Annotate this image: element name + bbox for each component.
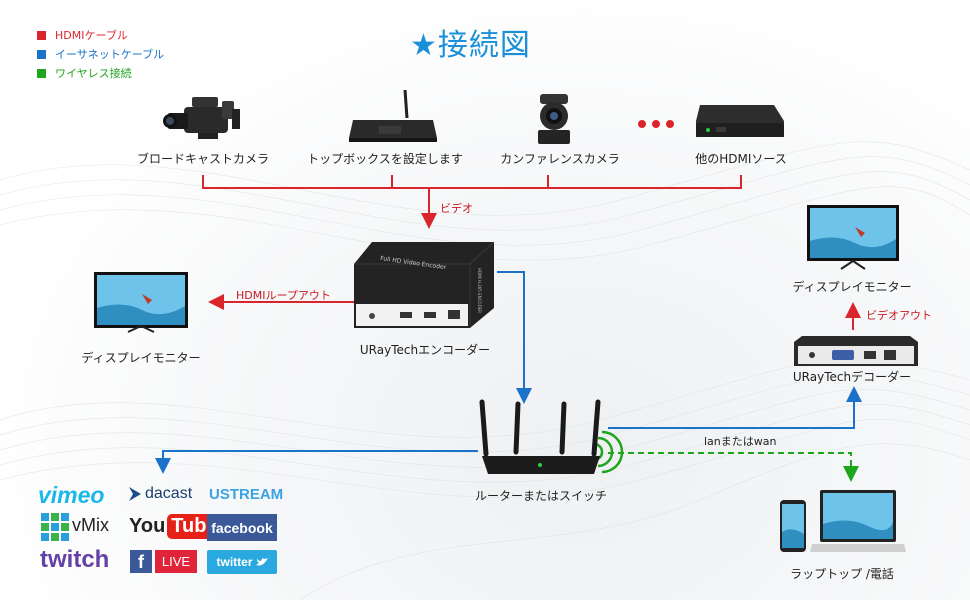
encoder-label: URayTechエンコーダー xyxy=(359,343,491,357)
legend-hdmi-cable: HDMIケーブル xyxy=(37,27,128,43)
video-label: ビデオ xyxy=(440,202,473,215)
youtube-you: You xyxy=(129,515,166,537)
right-display-monitor-icon xyxy=(807,205,899,270)
set-top-box-icon xyxy=(349,89,437,142)
diagram-title: ★接続図 xyxy=(410,28,531,63)
facebook-live-f-icon: f xyxy=(130,550,152,573)
legend-label: ワイヤレス接続 xyxy=(55,67,132,80)
router-label: ルーターまたはスイッチ xyxy=(474,489,608,503)
legend-wireless: ワイヤレス接続 xyxy=(37,65,132,81)
conference-camera-icon xyxy=(538,94,570,144)
set-top-box-label: トップボックスを設定します xyxy=(307,152,463,166)
decoder-label: URayTechデコーダー xyxy=(792,370,912,384)
twitter-wordmark: twitter xyxy=(216,555,253,569)
twitch-logo: twitch xyxy=(40,546,110,573)
legend-ethernet-cable: イーサネットケーブル xyxy=(37,46,164,62)
video-out-label: ビデオアウト xyxy=(866,309,932,322)
hdmi-loop-out-label: HDMIループアウト xyxy=(236,289,331,302)
legend-label: イーサネットケーブル xyxy=(55,48,165,61)
laptop-phone-label: ラップトップ /電話 xyxy=(790,567,894,581)
hdmi-source-box-icon xyxy=(696,105,784,137)
dacast-logo: dacast xyxy=(145,485,193,502)
legend-blue-swatch xyxy=(37,49,46,59)
twitter-bird-icon xyxy=(255,558,268,566)
legend-red-swatch xyxy=(37,30,46,40)
twitter-logo: twitter xyxy=(207,550,277,574)
decoder-device-icon xyxy=(794,336,918,366)
broadcast-camera-icon xyxy=(163,97,240,139)
vimeo-logo: vimeo xyxy=(38,482,105,508)
broadcast-camera-label: ブロードキャストカメラ xyxy=(136,152,270,166)
facebook-logo: facebook xyxy=(207,514,277,541)
encoder-side-text: HDMI H.265 ENCODER xyxy=(477,268,482,313)
laptop-phone-icon xyxy=(780,490,906,552)
left-display-monitor-icon xyxy=(94,272,188,333)
encoder-device-icon: Full HD Video Encoder HDMI H.265 ENCODER xyxy=(354,241,495,328)
more-sources-icon xyxy=(638,120,674,128)
dacast-mark-icon xyxy=(129,487,141,501)
lan-wan-label: lanまたはwan xyxy=(704,435,777,448)
facebook-live-badge: LIVE xyxy=(155,550,197,573)
legend-green-swatch xyxy=(37,68,46,78)
hdmi-lines xyxy=(202,175,861,330)
ustream-logo: USTREAM xyxy=(209,486,284,503)
vmix-mark-icon xyxy=(41,513,69,541)
right-display-label: ディスプレイモニター xyxy=(792,280,912,294)
left-display-label: ディスプレイモニター xyxy=(81,351,201,365)
ethernet-lines xyxy=(155,271,862,474)
vmix-logo: vMix xyxy=(72,515,109,535)
conference-camera-label: カンファレンスカメラ xyxy=(500,152,620,166)
legend-label: HDMIケーブル xyxy=(55,29,128,42)
router-icon xyxy=(479,399,601,474)
other-hdmi-source-label: 他のHDMIソース xyxy=(695,152,787,166)
